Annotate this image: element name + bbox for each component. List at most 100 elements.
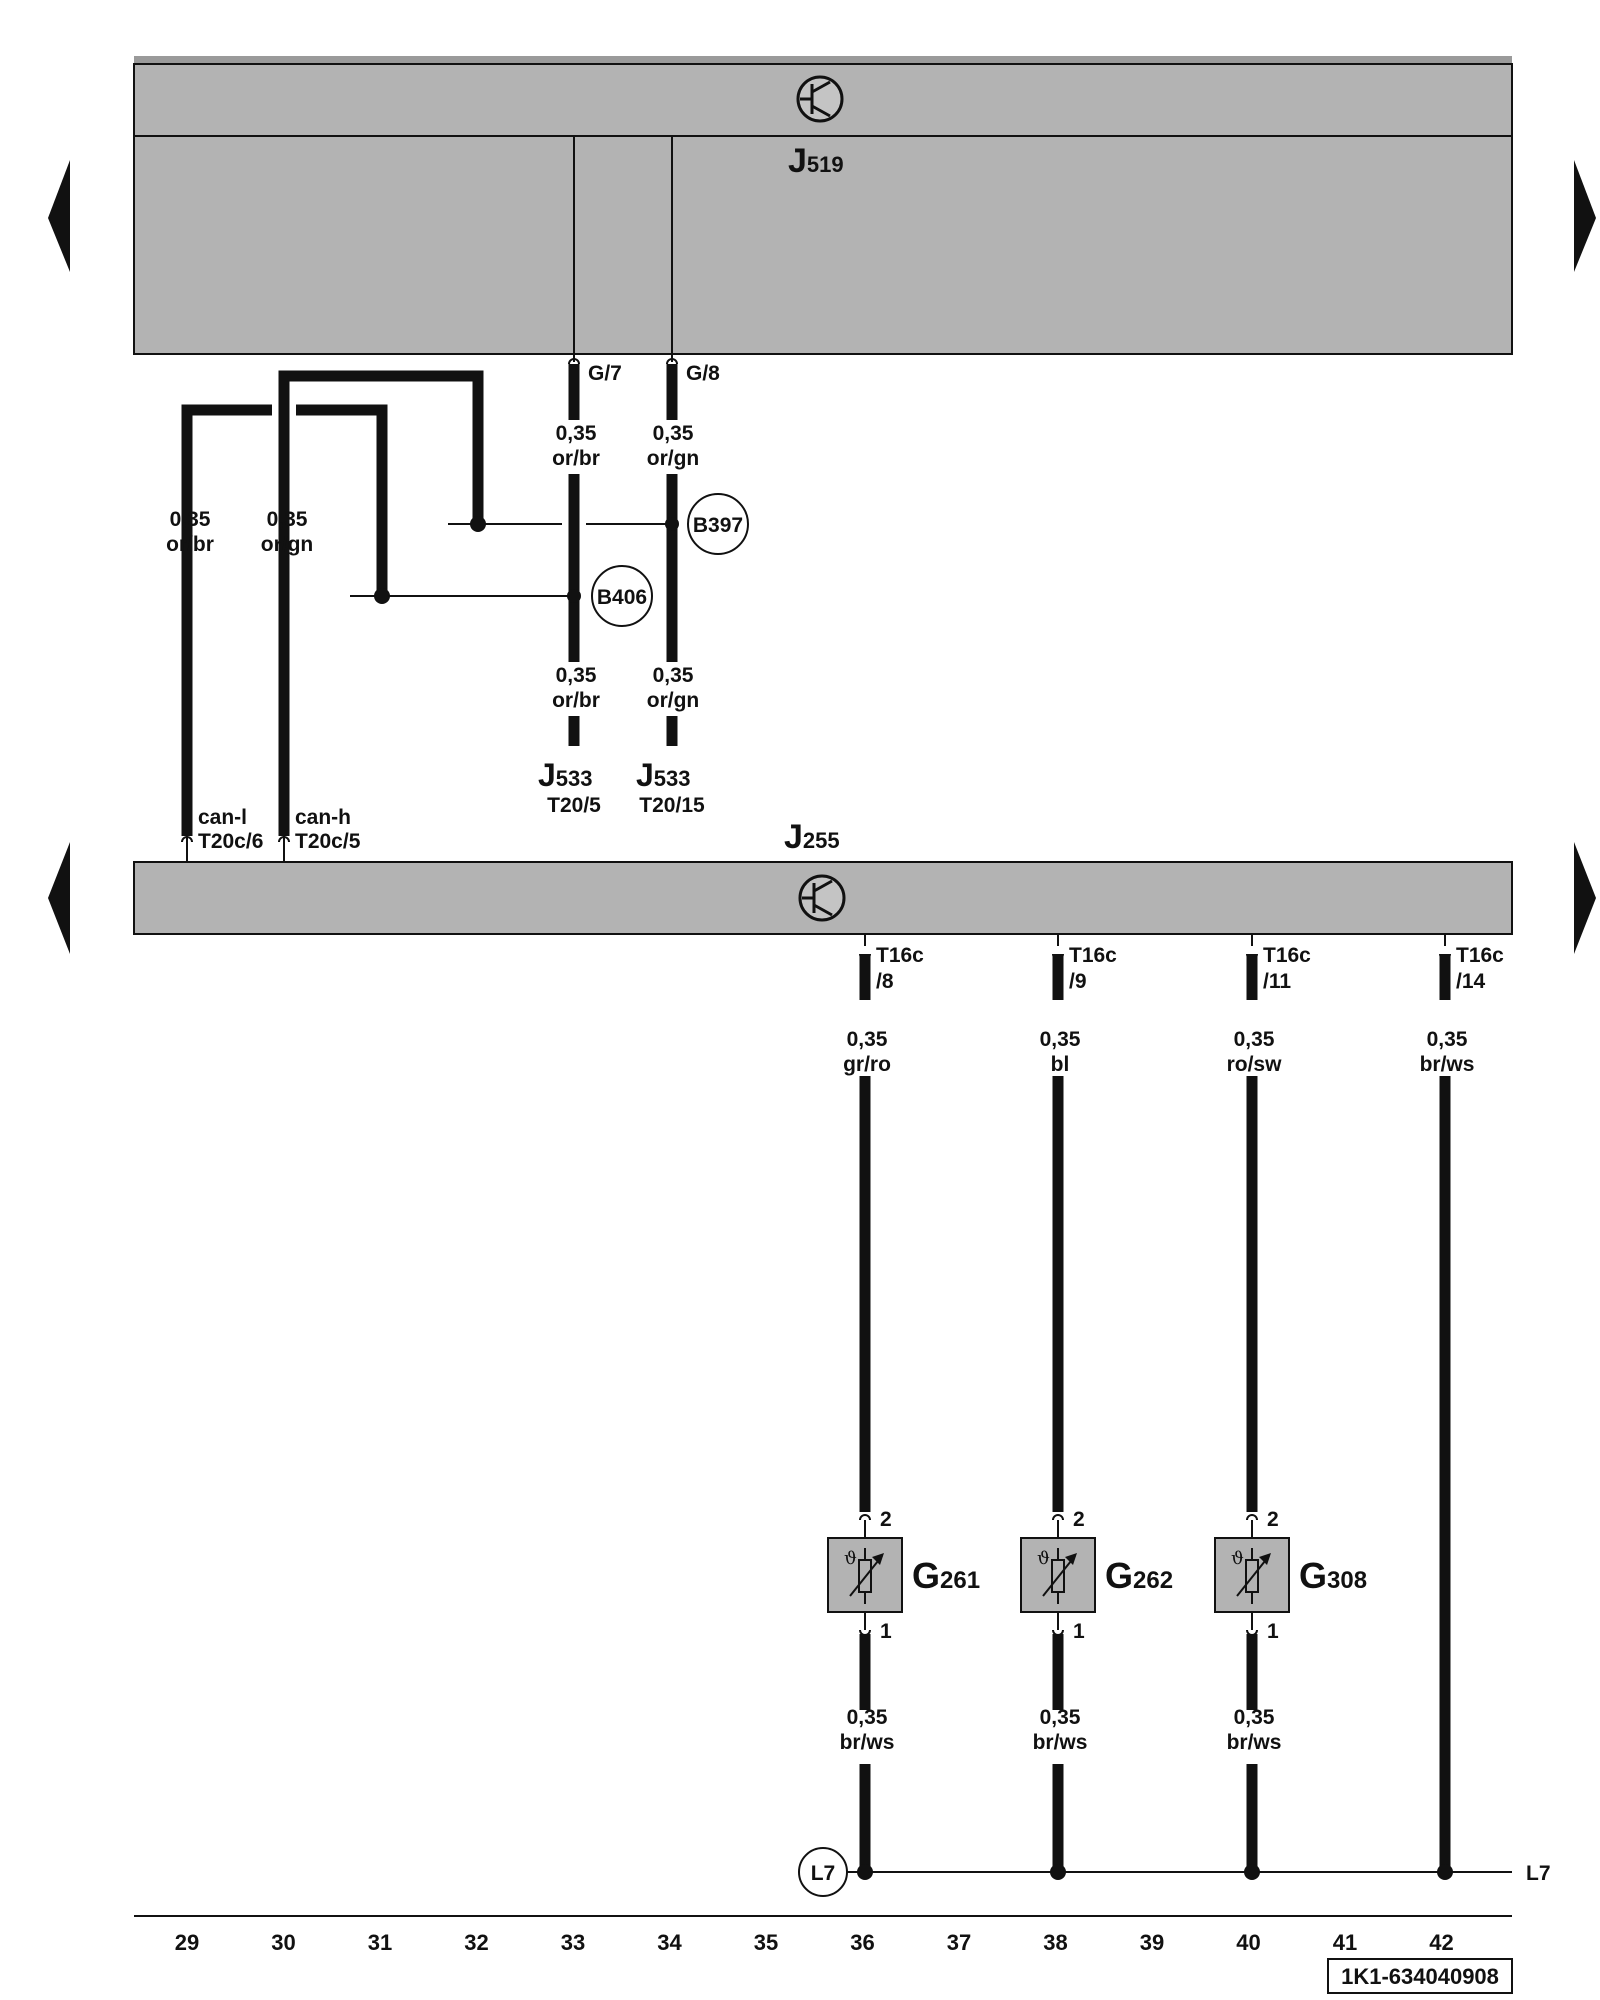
unit-label-j255: J255 [784, 818, 840, 856]
svg-text:or/br: or/br [552, 689, 600, 712]
svg-text:ϑ: ϑ [844, 1548, 857, 1569]
svg-text:0,35: 0,35 [1234, 1028, 1275, 1051]
svg-text:0,35: 0,35 [170, 508, 211, 531]
gateway-ref-j533-right: J533 T20/15 [636, 757, 705, 817]
pin-label-can-l: can-l [198, 806, 247, 829]
wire-label: 0,35 ro/sw [1227, 1028, 1283, 1076]
column-number: 40 [1236, 1930, 1260, 1955]
svg-text:0,35: 0,35 [653, 422, 694, 445]
svg-text:br/ws: br/ws [1420, 1053, 1475, 1076]
svg-text:br/ws: br/ws [1033, 1731, 1088, 1754]
ground-line-label: L7 [1526, 1862, 1551, 1885]
temperature-sensor-g261: 2 ϑ 1 G261 [827, 1508, 980, 1643]
pin-label-t16c: T16c [1263, 944, 1311, 967]
pin-label-t16c: T16c [1456, 944, 1504, 967]
column-number: 32 [464, 1930, 488, 1955]
thermistor-icon: ϑ [844, 1548, 884, 1604]
svg-text:J533: J533 [636, 757, 691, 793]
svg-text:0,35: 0,35 [1040, 1706, 1081, 1729]
pin-label-can-l-pin: T20c/6 [198, 830, 263, 853]
svg-text:J533: J533 [538, 757, 593, 793]
svg-text:ro/sw: ro/sw [1227, 1053, 1283, 1076]
pin-label-p14: /14 [1456, 970, 1486, 993]
pin-label-t16c: T16c [876, 944, 924, 967]
wire-label: 0,35 br/ws [840, 1706, 895, 1754]
column-number: 41 [1333, 1930, 1357, 1955]
wire-label: 0,35 br/ws [1227, 1706, 1282, 1754]
column-number: 36 [850, 1930, 874, 1955]
unit-label-j519: J519 [788, 142, 844, 180]
svg-text:B397: B397 [693, 514, 743, 537]
thermistor-icon: ϑ [1231, 1548, 1271, 1604]
temperature-sensor-g308: 2 ϑ 1 G308 [1214, 1508, 1367, 1643]
ground-connection-l7: L7 L7 [798, 1847, 1551, 1897]
svg-text:br/ws: br/ws [840, 1731, 895, 1754]
pin-label-p8: /8 [876, 970, 894, 993]
svg-text:br/ws: br/ws [1227, 1731, 1282, 1754]
svg-text:T20/15: T20/15 [639, 794, 705, 817]
splice-b397: B397 [687, 493, 749, 555]
column-number: 31 [368, 1930, 392, 1955]
control-unit-j519: J519 [133, 56, 1513, 355]
column-number: 37 [947, 1930, 971, 1955]
transistor-symbol-icon [796, 75, 844, 123]
sensor-pin-1: 1 [1267, 1620, 1279, 1643]
wire-label: 0,35 or/br [166, 508, 214, 556]
wire-label: 0,35 br/ws [1033, 1706, 1088, 1754]
sensor-pin-1: 1 [1073, 1620, 1085, 1643]
splice-b406: B406 [591, 565, 653, 627]
prev-page-arrow-top[interactable] [48, 160, 70, 272]
pin-label-g7: G/7 [588, 362, 622, 385]
sensor-pin-2: 2 [880, 1508, 892, 1531]
svg-text:or/gn: or/gn [647, 689, 700, 712]
ground-circle-label: L7 [811, 1862, 836, 1885]
svg-text:0,35: 0,35 [1234, 1706, 1275, 1729]
svg-text:0,35: 0,35 [1427, 1028, 1468, 1051]
svg-text:or/br: or/br [552, 447, 600, 470]
column-number: 38 [1043, 1930, 1067, 1955]
svg-text:0,35: 0,35 [556, 422, 597, 445]
next-page-arrow-top[interactable] [1574, 160, 1596, 272]
svg-text:gr/ro: gr/ro [843, 1053, 891, 1076]
connector-g8 [666, 354, 678, 365]
svg-text:ϑ: ϑ [1231, 1548, 1244, 1569]
pin-label-p11: /11 [1263, 970, 1291, 993]
wire-label: 0,35 br/ws [1420, 1028, 1475, 1076]
column-number: 33 [561, 1930, 585, 1955]
wire-label: 0,35 or/gn [647, 664, 700, 712]
wire-label: 0,35 or/br [552, 422, 600, 470]
column-number: 29 [175, 1930, 199, 1955]
reference-code: 1K1-634040908 [1327, 1958, 1513, 1994]
sensor-label-g262: G262 [1105, 1555, 1173, 1596]
svg-text:B406: B406 [597, 586, 647, 609]
pin-label-can-h-pin: T20c/5 [295, 830, 361, 853]
svg-text:or/br: or/br [166, 533, 214, 556]
column-number: 30 [271, 1930, 295, 1955]
svg-text:ϑ: ϑ [1037, 1548, 1050, 1569]
thermistor-icon: ϑ [1037, 1548, 1077, 1604]
column-number: 35 [754, 1930, 778, 1955]
svg-text:or/gn: or/gn [647, 447, 700, 470]
wire-label: 0,35 or/gn [647, 422, 700, 470]
wire-label: 0,35 gr/ro [843, 1028, 891, 1076]
prev-page-arrow-bottom[interactable] [48, 842, 70, 954]
wire-label: 0,35 or/br [552, 664, 600, 712]
svg-text:or/gn: or/gn [261, 533, 314, 556]
next-page-arrow-bottom[interactable] [1574, 842, 1596, 954]
sensor-pin-1: 1 [880, 1620, 892, 1643]
pin-label-can-h: can-h [295, 806, 351, 829]
wire-label: 0,35 or/gn [261, 508, 314, 556]
column-number: 39 [1140, 1930, 1164, 1955]
sensor-pin-2: 2 [1073, 1508, 1085, 1531]
svg-text:0,35: 0,35 [847, 1028, 888, 1051]
pin-label-g8: G/8 [686, 362, 720, 385]
connector-can-h [278, 836, 290, 864]
connector-g7 [568, 354, 580, 365]
wire-label: 0,35 bl [1040, 1028, 1081, 1076]
svg-text:0,35: 0,35 [653, 664, 694, 687]
control-unit-j255: J255 [133, 818, 1513, 935]
pin-label-p9: /9 [1069, 970, 1087, 993]
sensor-label-g261: G261 [912, 1555, 980, 1596]
svg-text:0,35: 0,35 [1040, 1028, 1081, 1051]
